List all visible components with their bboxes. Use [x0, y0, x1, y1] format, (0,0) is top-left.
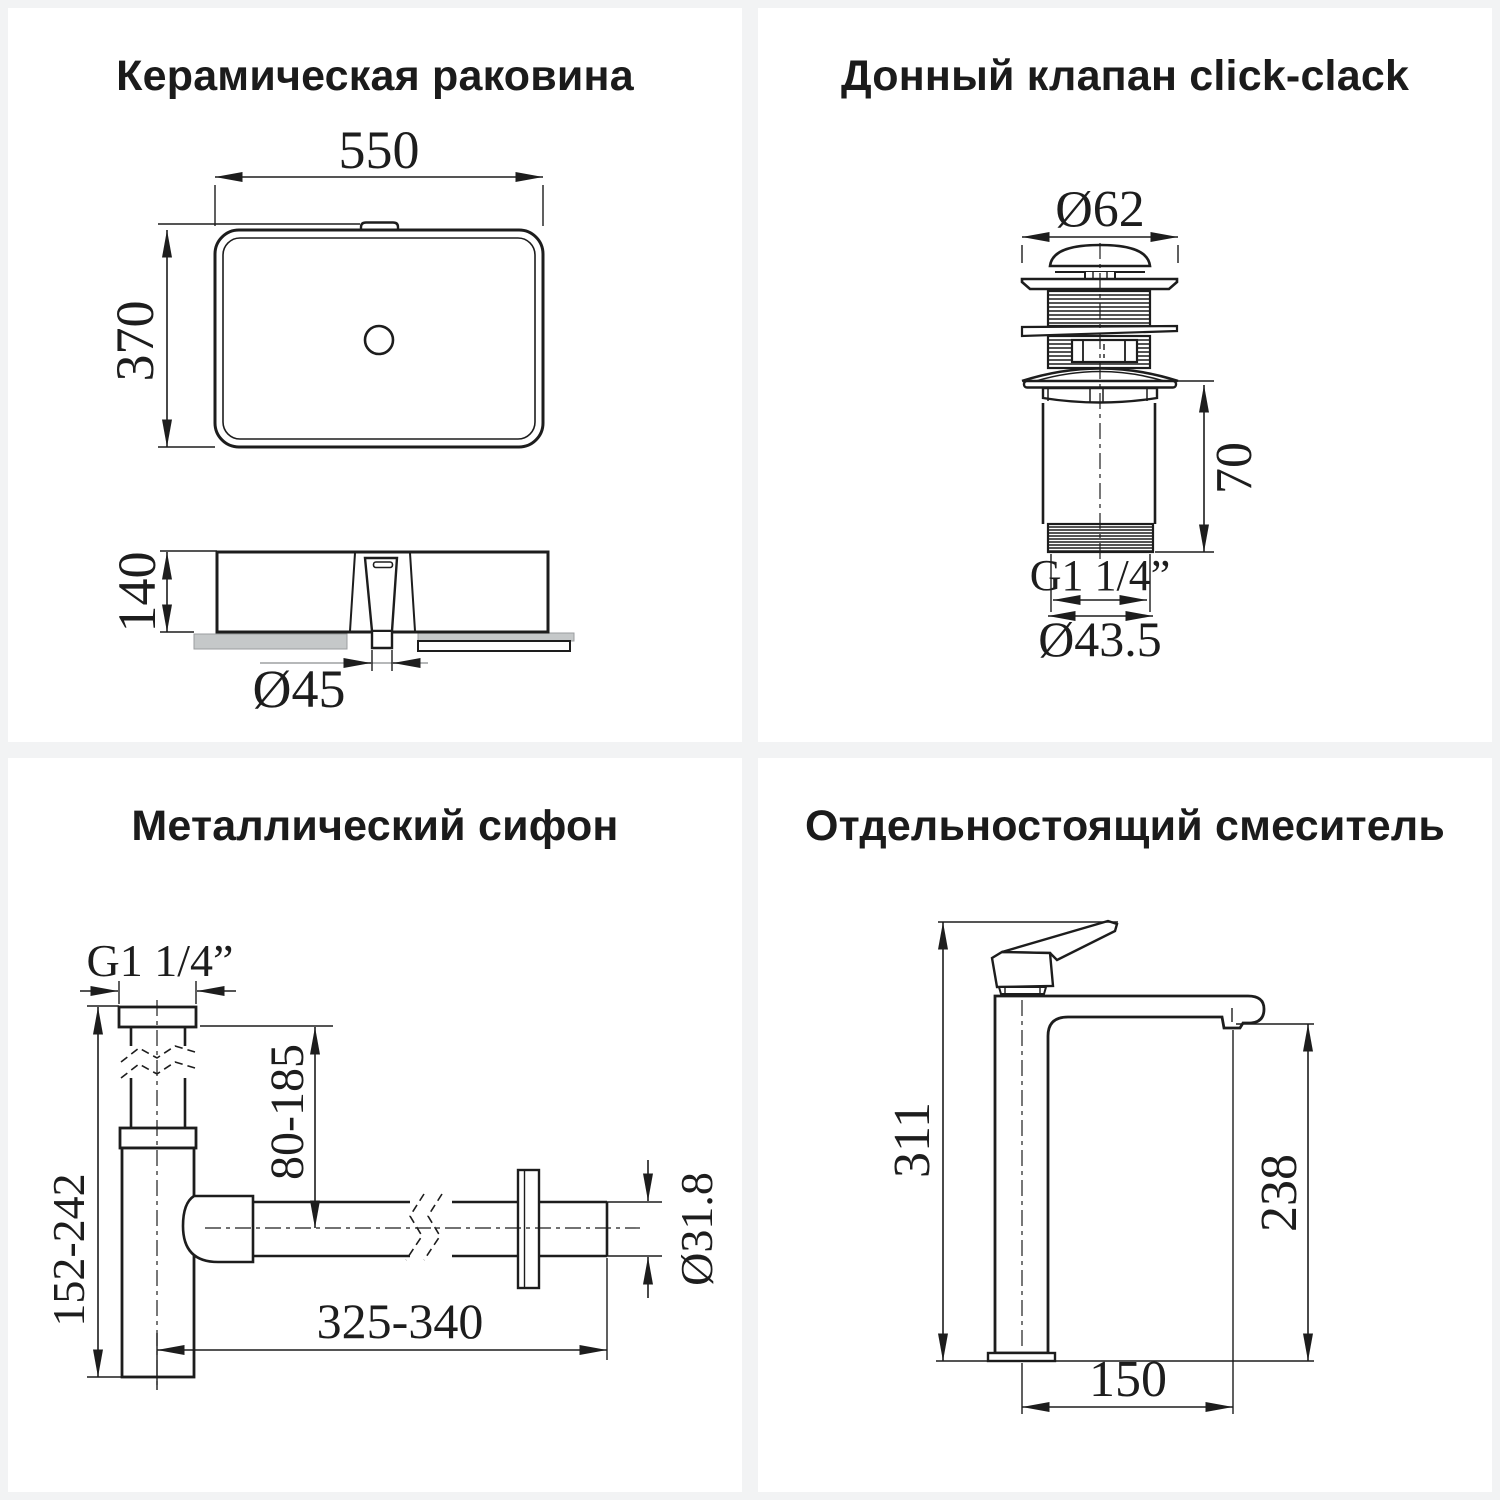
sink-top-view: [213, 221, 545, 449]
sink-side-view: [193, 550, 575, 652]
dim-mixer-reach: 150: [1021, 1030, 1234, 1414]
dim-siphon-height: 152-242: [43, 1005, 122, 1378]
dim-label-sink-depth: 370: [105, 301, 165, 382]
dim-valve-cap: Ø62: [1021, 181, 1179, 263]
drain-hole: [363, 324, 395, 356]
dim-sink-drain: Ø45: [253, 650, 428, 719]
siphon-drawing: G1 1/4”: [43, 935, 722, 1390]
shadow-strip-right: [417, 632, 575, 642]
wall-flange: [516, 1168, 541, 1290]
valve-body: [1020, 243, 1179, 560]
dim-mixer-spout-height: 238: [1236, 1023, 1314, 1361]
dim-label-valve-cap: Ø62: [1055, 181, 1145, 238]
dim-label-valve-height: 70: [1206, 442, 1263, 494]
dim-label-valve-thread: G1 1/4”: [1030, 551, 1171, 600]
bottle-body: [120, 1146, 196, 1379]
dim-siphon-inlet: 80-185: [200, 1025, 333, 1228]
dim-siphon-length: 325-340: [156, 1258, 608, 1390]
dim-valve-height: 70: [1155, 380, 1263, 553]
overflow-window: [1070, 338, 1139, 364]
dim-label-mixer-reach: 150: [1089, 1351, 1167, 1408]
dim-label-valve-thread-od: Ø43.5: [1038, 611, 1162, 667]
drain-stub: [370, 632, 394, 650]
overflow-tab: [359, 221, 400, 230]
dim-label-siphon-inlet: 80-185: [261, 1044, 314, 1180]
dim-sink-width: 550: [214, 120, 544, 226]
thread-hatch-upper: [1049, 294, 1149, 324]
base-plate: [986, 1351, 1057, 1363]
column-and-spout: [993, 994, 1266, 1355]
dim-label-siphon-thread: G1 1/4”: [87, 935, 234, 986]
panel-valve: Донный клапан click-clack Ø62: [758, 8, 1492, 742]
dim-label-mixer-total-height: 311: [884, 1102, 941, 1178]
mixer-body: [936, 919, 1314, 1363]
inlet-pipe: [129, 1027, 187, 1128]
dim-label-sink-height: 140: [107, 552, 167, 633]
dim-label-siphon-height: 152-242: [43, 1173, 94, 1326]
dim-label-siphon-length: 325-340: [317, 1293, 484, 1349]
dim-siphon-thread: G1 1/4”: [80, 935, 236, 1004]
panel-siphon: Металлический сифон G1 1/4”: [8, 758, 742, 1492]
mount-strip-right: [417, 640, 571, 652]
dim-label-siphon-pipe: Ø31.8: [671, 1172, 722, 1286]
panel-sink: Керамическая раковина 550: [8, 8, 742, 742]
panel-valve-title: Донный клапан click-clack: [840, 52, 1410, 100]
elbow: [181, 1194, 255, 1264]
dim-sink-depth: 370: [105, 223, 360, 448]
dim-valve-thread: G1 1/4” Ø43.5: [1030, 551, 1171, 667]
panel-siphon-title: Металлический сифон: [131, 802, 619, 850]
outlet-pipe: [253, 1200, 609, 1258]
siphon-body: [117, 1000, 640, 1390]
mixer-drawing: 311 238 150: [884, 919, 1314, 1414]
dim-label-sink-width: 550: [339, 120, 420, 180]
dim-siphon-pipe: Ø31.8: [607, 1160, 722, 1298]
dim-label-sink-drain: Ø45: [253, 659, 346, 719]
shadow-strip-left: [193, 633, 348, 650]
sink-drawing: 550 370 14: [105, 120, 575, 719]
panel-mixer-title: Отдельностоящий смеситель: [804, 802, 1445, 850]
valve-drawing: Ø62: [1020, 181, 1263, 667]
panel-sink-title: Керамическая раковина: [116, 52, 634, 100]
dim-sink-height: 140: [107, 550, 217, 633]
panel-mixer: Отдельностоящий смеситель: [758, 758, 1492, 1492]
dim-mixer-total-height: 311: [884, 921, 1118, 1361]
dim-label-mixer-spout-height: 238: [1251, 1154, 1308, 1232]
